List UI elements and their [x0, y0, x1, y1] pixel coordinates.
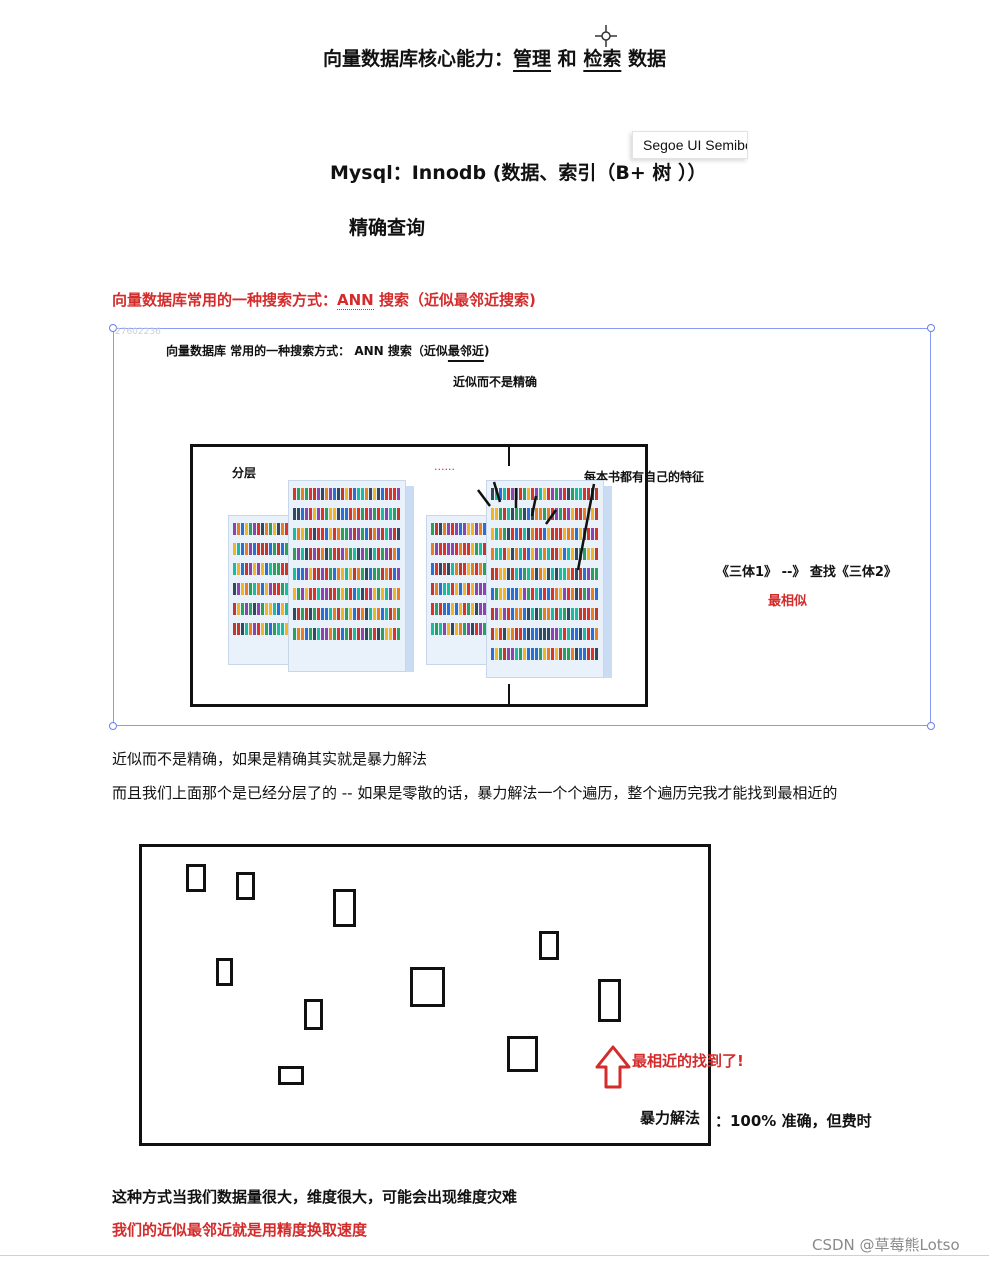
data-point [333, 889, 356, 927]
bookshelf-side [604, 486, 612, 678]
book-row [293, 548, 401, 560]
book-row [293, 568, 401, 580]
resize-handle-top-right[interactable] [927, 324, 935, 332]
ann-heading: 向量数据库常用的一种搜索方式：ANN 搜索（近似最邻近搜索) [112, 289, 536, 310]
book-row [491, 588, 599, 600]
embedded-title-underlined: 最邻近 [447, 344, 484, 358]
book-row [293, 528, 401, 540]
data-point [598, 979, 621, 1022]
page-bottom-border [0, 1255, 989, 1256]
feature-label: 每本书都有自己的特征 [584, 470, 705, 484]
title-suffix: 数据 [627, 48, 666, 70]
embedded-image-selection[interactable] [113, 328, 931, 726]
book-row [431, 563, 491, 575]
book-row [491, 628, 599, 640]
exact-query-label: 精确查询 [349, 217, 426, 239]
accuracy-label: ：100% 准确，但费时 [715, 1112, 872, 1130]
embedded-subtitle: 近似而不是精确 [453, 375, 538, 389]
data-point [410, 967, 445, 1007]
title-prefix: 向量数据库核心能力： [323, 48, 514, 70]
book-row [293, 628, 401, 640]
embedded-title: 向量数据库 常用的一种搜索方式： ANN 搜索（近似最邻近) [166, 342, 489, 359]
found-label: 最相近的找到了! [632, 1052, 744, 1070]
data-point [186, 864, 206, 892]
book-row [293, 488, 401, 500]
data-point [278, 1066, 304, 1085]
most-similar-label: 最相似 [768, 594, 808, 609]
dots: ...... [434, 460, 455, 473]
book-row [233, 543, 293, 555]
book-row [293, 508, 401, 520]
book-row [431, 623, 491, 635]
mysql-line: Mysql：Innodb (数据、索引（B+ 树 ）） [330, 162, 707, 184]
paragraph-1: 近似而不是精确，如果是精确其实就是暴力解法 [112, 750, 428, 768]
data-point [216, 958, 233, 986]
lookup-text: 《三体1》 --》 查找《三体2》 [716, 565, 897, 580]
data-point [236, 872, 255, 900]
layer-label: 分层 [232, 466, 257, 480]
resize-handle-bottom-left[interactable] [109, 722, 117, 730]
resize-handle-top-left[interactable] [109, 324, 117, 332]
feature-pointer-lines [477, 481, 596, 571]
book-row [491, 568, 599, 580]
resize-handle-bottom-right[interactable] [927, 722, 935, 730]
book-row [233, 583, 293, 595]
title-search: 检索 [583, 48, 622, 70]
ann-heading-suffix: 搜索（近似最邻近搜索) [373, 291, 536, 309]
book-row [233, 523, 293, 535]
ann-heading-prefix: 向量数据库常用的一种搜索方式： [112, 291, 338, 309]
page-title: 向量数据库核心能力：管理 和 检索 数据 [0, 44, 989, 71]
embedded-title-prefix: 向量数据库 常用的一种搜索方式： ANN 搜索（近似 [166, 344, 448, 358]
paragraph-2: 而且我们上面那个是已经分层了的 -- 如果是零散的话，暴力解法一个个遍历，整个遍… [112, 784, 838, 802]
image-watermark: 27602236 [115, 327, 161, 337]
data-point [539, 931, 559, 960]
divider-bottom [508, 684, 510, 704]
divider-top [508, 446, 510, 466]
book-row [491, 608, 599, 620]
book-row [233, 563, 293, 575]
book-row [293, 588, 401, 600]
brute-force-diagram-frame [139, 844, 711, 1146]
title-manage: 管理 [513, 48, 552, 70]
csdn-watermark: CSDN @草莓熊Lotso [812, 1236, 960, 1254]
move-cursor-icon [595, 25, 617, 47]
book-row [491, 548, 599, 560]
book-row [431, 523, 491, 535]
bookshelf-side [406, 486, 414, 672]
font-tooltip: Segoe UI Semibol [632, 131, 748, 159]
bookshelf-frame [190, 444, 648, 707]
embedded-title-suffix: ) [483, 344, 490, 358]
ann-heading-ann: ANN [337, 291, 374, 310]
footer-line-2: 我们的近似最邻近就是用精度换取速度 [112, 1221, 368, 1239]
data-point [304, 999, 323, 1030]
data-point [507, 1036, 538, 1072]
book-row [233, 623, 293, 635]
brute-force-label: 暴力解法 [640, 1109, 701, 1127]
book-row [491, 648, 599, 660]
book-row [431, 583, 491, 595]
book-row [233, 603, 293, 615]
footer-line-1: 这种方式当我们数据量很大，维度很大，可能会出现维度灾难 [112, 1188, 518, 1206]
up-arrow-icon [595, 1045, 631, 1089]
title-and: 和 [557, 48, 577, 70]
book-row [431, 603, 491, 615]
book-row [293, 608, 401, 620]
